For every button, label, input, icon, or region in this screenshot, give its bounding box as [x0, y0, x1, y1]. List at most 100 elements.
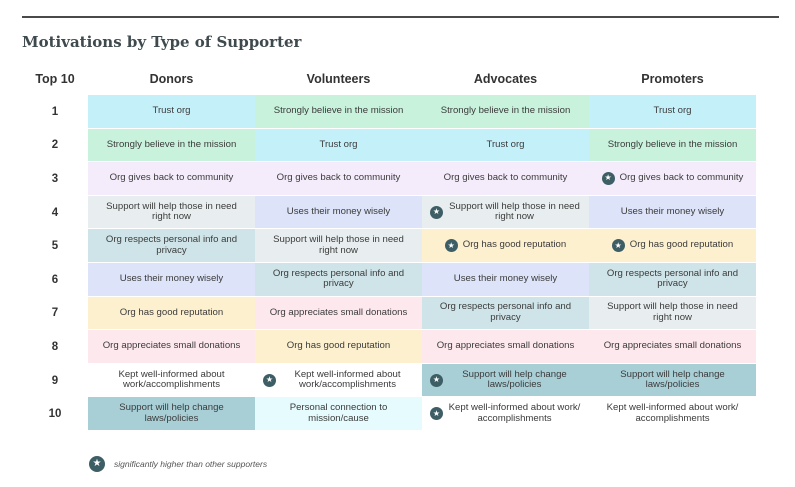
cell-text: Support will help change laws/policies	[620, 368, 725, 391]
cell-text: Org has good reputation	[629, 239, 734, 251]
table-cell: Org appreciates small donations	[589, 330, 756, 363]
rank-label: 7	[51, 307, 59, 320]
table-cell: Trust org	[88, 95, 255, 128]
table-cell: Org appreciates small donations	[88, 330, 255, 363]
table-cell: Trust org	[589, 95, 756, 128]
rank-label: 4	[51, 206, 59, 219]
cell-text: Strongly believe in the mission	[106, 138, 237, 150]
table-cell: Strongly believe in the mission	[422, 95, 589, 128]
cell-text: Support will help those in need right no…	[273, 234, 404, 256]
cell-text: Org gives back to community	[109, 172, 234, 184]
table-cell: Org gives back to community	[88, 162, 255, 195]
cell-text: Org respects personal info and privacy	[105, 234, 238, 256]
table-cell: Org appreciates small donations	[422, 330, 589, 363]
table-cell: Org respects personal info and privacy	[422, 296, 589, 330]
table-cell: Org has good reputation	[88, 296, 255, 330]
table-cell: Uses their money wisely	[422, 263, 589, 296]
column-header-advocates: Advocates	[473, 72, 538, 86]
column-header-volunteers: Volunteers	[306, 72, 371, 86]
table-cell: Support will help those in need right no…	[589, 296, 756, 330]
table-cell: Org has good reputation	[255, 330, 422, 363]
table-cell: Uses their money wisely	[589, 195, 756, 229]
cell-text: Org respects personal info and privacy	[606, 267, 739, 290]
table-cell: ★ Support will help change laws/policies	[422, 363, 589, 397]
cell-text: Support will help those in need right no…	[607, 301, 738, 323]
table-cell: Org respects personal info and privacy	[255, 263, 422, 296]
table-cell: Trust org	[422, 128, 589, 162]
table-cell: Org appreciates small donations	[255, 296, 422, 330]
cell-text: Org appreciates small donations	[603, 340, 742, 352]
rank-label: 5	[51, 240, 59, 253]
cell-text: Org has good reputation	[462, 239, 567, 251]
table-cell: Org gives back to community	[422, 162, 589, 195]
cell-text: Kept well-informed about work/ accomplis…	[448, 402, 581, 424]
cell-text: Org appreciates small donations	[269, 306, 408, 318]
cell-text: Uses their money wisely	[119, 273, 224, 285]
cell-text: Org respects personal info and privacy	[272, 267, 405, 290]
table-cell: Strongly believe in the mission	[88, 128, 255, 162]
table-cell: Support will help change laws/policies	[589, 363, 756, 397]
rank-label: 1	[51, 105, 59, 118]
star-badge-icon: ★	[89, 456, 105, 472]
table-cell: Support will help those in need right no…	[88, 195, 255, 229]
table-cell: ★ Support will help those in need right n…	[422, 195, 589, 229]
top-rule	[22, 16, 779, 18]
cell-text: Org gives back to community	[619, 172, 744, 184]
cell-text: Trust org	[486, 138, 525, 150]
rank-label: 9	[51, 374, 59, 387]
cell-text: Uses their money wisely	[286, 205, 391, 217]
cell-text: Org has good reputation	[286, 340, 391, 352]
table-cell: ★ Kept well-informed about work/ accompli…	[422, 397, 589, 430]
table-cell: ★ Kept well-informed about work/accomplis…	[255, 363, 422, 397]
legend: ★ significantly higher than other suppor…	[89, 456, 267, 472]
table-cell: Kept well-informed about work/ accomplis…	[589, 397, 756, 430]
column-header-donors: Donors	[149, 72, 194, 86]
table-cell: Support will help change laws/policies	[88, 397, 255, 430]
cell-text: Personal connection to mission/cause	[289, 402, 388, 424]
cell-text: Org respects personal info and privacy	[439, 301, 572, 323]
star-badge-icon: ★	[430, 373, 443, 387]
table-cell: ★ Org gives back to community	[589, 162, 756, 195]
cell-text: Support will help those in need right no…	[449, 200, 580, 223]
cell-text: Support will help those in need right no…	[106, 200, 237, 223]
cell-text: Org gives back to community	[443, 172, 568, 184]
table-cell: Org respects personal info and privacy	[88, 229, 255, 262]
star-badge-icon: ★	[611, 239, 625, 253]
rank-label: 3	[51, 172, 59, 185]
cell-text: Strongly believe in the mission	[440, 105, 571, 117]
cell-text: Kept well-informed about work/accomplish…	[294, 368, 401, 391]
legend-text: significantly higher than other supporte…	[114, 459, 268, 469]
cell-text: Strongly believe in the mission	[607, 138, 738, 150]
row-header: Top 10	[35, 72, 75, 86]
table-cell: ★ Org has good reputation	[589, 229, 756, 262]
table-cell: Personal connection to mission/cause	[255, 397, 422, 430]
cell-text: Strongly believe in the mission	[273, 105, 404, 117]
star-badge-icon: ★	[444, 239, 458, 253]
table-cell: Uses their money wisely	[255, 195, 422, 229]
rank-label: 8	[51, 340, 59, 353]
cell-text: Trust org	[319, 138, 358, 150]
cell-text: Support will help change laws/policies	[462, 368, 567, 391]
cell-text: Org has good reputation	[119, 306, 224, 318]
rank-label: 10	[48, 408, 62, 421]
star-badge-icon: ★	[601, 171, 615, 185]
cell-text: Trust org	[653, 105, 692, 117]
cell-text: Kept well-informed about work/accomplish…	[118, 368, 225, 391]
cell-text: Org gives back to community	[276, 172, 401, 184]
rank-label: 2	[51, 139, 59, 152]
table-cell: Org respects personal info and privacy	[589, 263, 756, 296]
rank-label: 6	[51, 273, 59, 286]
cell-text: Kept well-informed about work/ accomplis…	[606, 402, 739, 424]
table-cell: Uses their money wisely	[88, 263, 255, 296]
star-badge-icon: ★	[430, 407, 443, 421]
cell-text: Support will help change laws/policies	[119, 402, 224, 424]
star-badge-icon: ★	[430, 205, 443, 219]
cell-text: Uses their money wisely	[620, 205, 725, 217]
table-cell: Org gives back to community	[255, 162, 422, 195]
table-cell: Support will help those in need right no…	[255, 229, 422, 262]
star-badge-icon: ★	[263, 373, 276, 387]
table-cell: Strongly believe in the mission	[255, 95, 422, 128]
cell-text: Org appreciates small donations	[436, 340, 575, 352]
cell-text: Trust org	[152, 105, 191, 117]
column-header-promoters: Promoters	[641, 72, 704, 86]
